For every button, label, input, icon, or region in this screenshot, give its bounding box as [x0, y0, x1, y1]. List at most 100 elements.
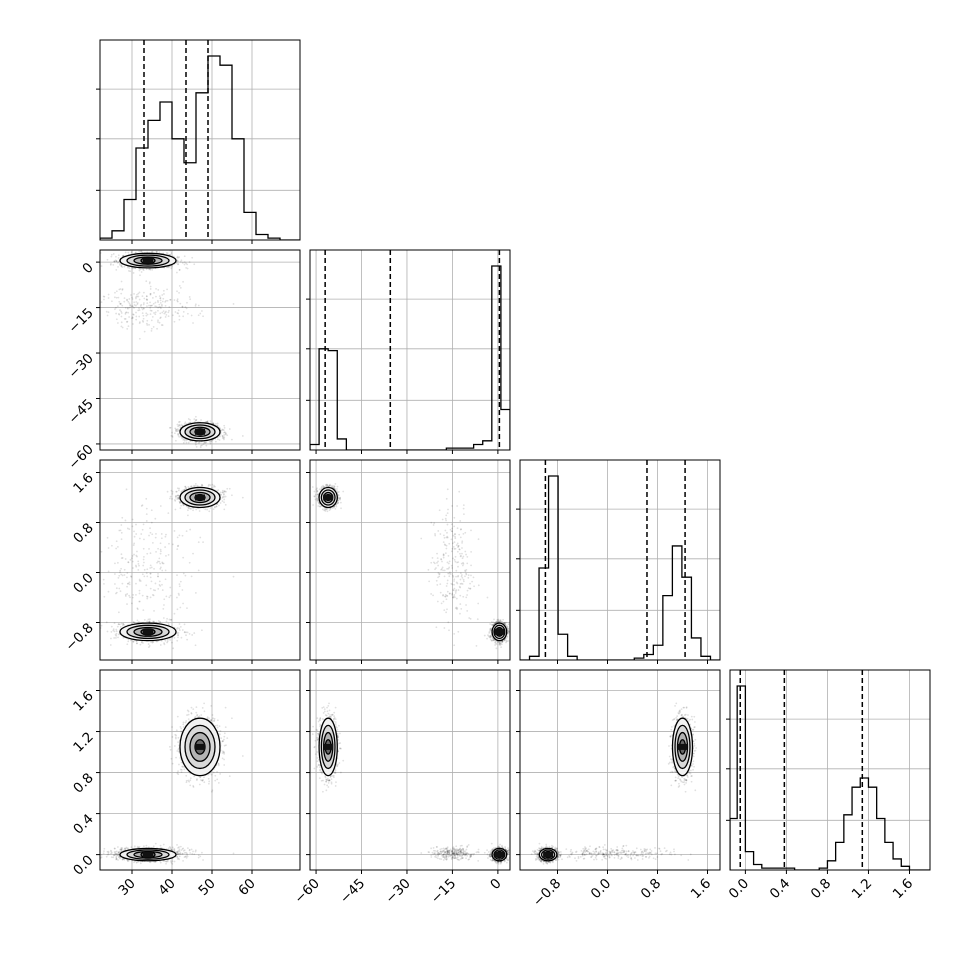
sample-point — [132, 267, 135, 270]
sample-point — [152, 621, 155, 624]
sample-point — [120, 292, 123, 295]
sample-point — [177, 425, 179, 428]
sample-point — [117, 265, 119, 268]
sample-point — [197, 304, 200, 307]
sample-point — [146, 313, 149, 316]
sample-point — [176, 298, 179, 301]
sample-point — [186, 312, 189, 315]
sample-point — [124, 318, 127, 320]
sample-point — [153, 312, 155, 314]
sample-point — [148, 268, 150, 271]
sample-point — [206, 508, 209, 511]
sample-point — [129, 304, 131, 306]
sample-point — [160, 324, 163, 326]
sample-point — [182, 504, 185, 507]
sample-point — [149, 288, 152, 290]
sample-point — [159, 306, 162, 309]
sample-point — [126, 299, 128, 302]
sample-point — [112, 253, 115, 255]
sample-point — [187, 506, 190, 509]
sample-point — [157, 309, 159, 312]
sample-point — [149, 313, 152, 316]
sample-point — [163, 293, 165, 295]
sample-point — [165, 310, 167, 313]
sample-point — [159, 299, 162, 302]
sample-point — [100, 624, 103, 627]
sample-point — [179, 260, 182, 263]
sample-point — [136, 293, 138, 296]
sample-point — [156, 251, 158, 253]
sample-point — [169, 298, 172, 301]
sample-point — [191, 256, 194, 259]
sample-point — [174, 311, 177, 313]
sample-point — [117, 257, 120, 259]
sample-point — [196, 484, 199, 487]
sample-point — [115, 318, 118, 321]
sample-point — [177, 494, 179, 497]
sample-point — [139, 274, 141, 277]
panel-frame — [99, 249, 301, 451]
sample-point — [149, 304, 152, 307]
sample-point — [146, 620, 149, 623]
sample-point — [208, 483, 210, 486]
sample-point — [175, 428, 178, 431]
sample-point — [122, 636, 125, 639]
sample-point — [107, 311, 110, 314]
sample-point — [127, 311, 130, 314]
sample-point — [159, 307, 162, 310]
sample-point — [221, 437, 224, 440]
sample-point — [241, 435, 244, 437]
sample-point — [176, 423, 179, 426]
sample-point — [127, 300, 130, 303]
sample-point — [178, 318, 181, 321]
sample-point — [140, 250, 142, 253]
sample-point — [190, 314, 193, 317]
sample-point — [137, 292, 140, 295]
histogram-0 — [100, 55, 300, 240]
sample-point — [195, 418, 198, 421]
sample-point — [131, 305, 134, 308]
sample-point — [159, 297, 162, 300]
sample-point — [215, 505, 218, 508]
sample-point — [110, 625, 113, 628]
sample-point — [206, 420, 208, 423]
sample-point — [152, 302, 155, 305]
sample-point — [223, 436, 226, 439]
sample-point — [150, 319, 153, 322]
sample-point — [158, 303, 161, 306]
sample-point — [142, 303, 145, 306]
sample-point — [223, 437, 225, 440]
sample-point — [224, 495, 227, 498]
sample-point — [171, 431, 173, 434]
sample-point — [153, 291, 155, 294]
sample-point — [187, 441, 190, 444]
sample-point — [151, 250, 154, 253]
y-tick-label: −45 — [65, 396, 96, 427]
sample-point — [135, 304, 137, 307]
sample-point — [122, 254, 125, 257]
sample-point — [143, 618, 146, 621]
sample-point — [165, 299, 167, 302]
sample-point — [116, 322, 119, 324]
sample-point — [147, 618, 150, 621]
sample-point — [179, 424, 181, 427]
sample-point — [175, 490, 178, 493]
sample-point — [230, 494, 233, 497]
sample-point — [217, 504, 220, 507]
sample-point — [159, 316, 162, 319]
sample-point — [188, 296, 191, 298]
sample-point — [145, 312, 148, 315]
sample-point — [152, 641, 155, 644]
sample-point — [189, 485, 192, 488]
sample-point — [117, 260, 120, 263]
sample-point — [223, 490, 225, 493]
sample-point — [208, 510, 211, 513]
sample-point — [132, 313, 135, 316]
sample-point — [228, 487, 231, 490]
sample-point — [194, 419, 197, 422]
sample-point — [223, 424, 226, 427]
sample-point — [123, 623, 125, 626]
sample-point — [171, 435, 174, 437]
sample-point — [174, 499, 177, 502]
sample-point — [177, 429, 180, 432]
